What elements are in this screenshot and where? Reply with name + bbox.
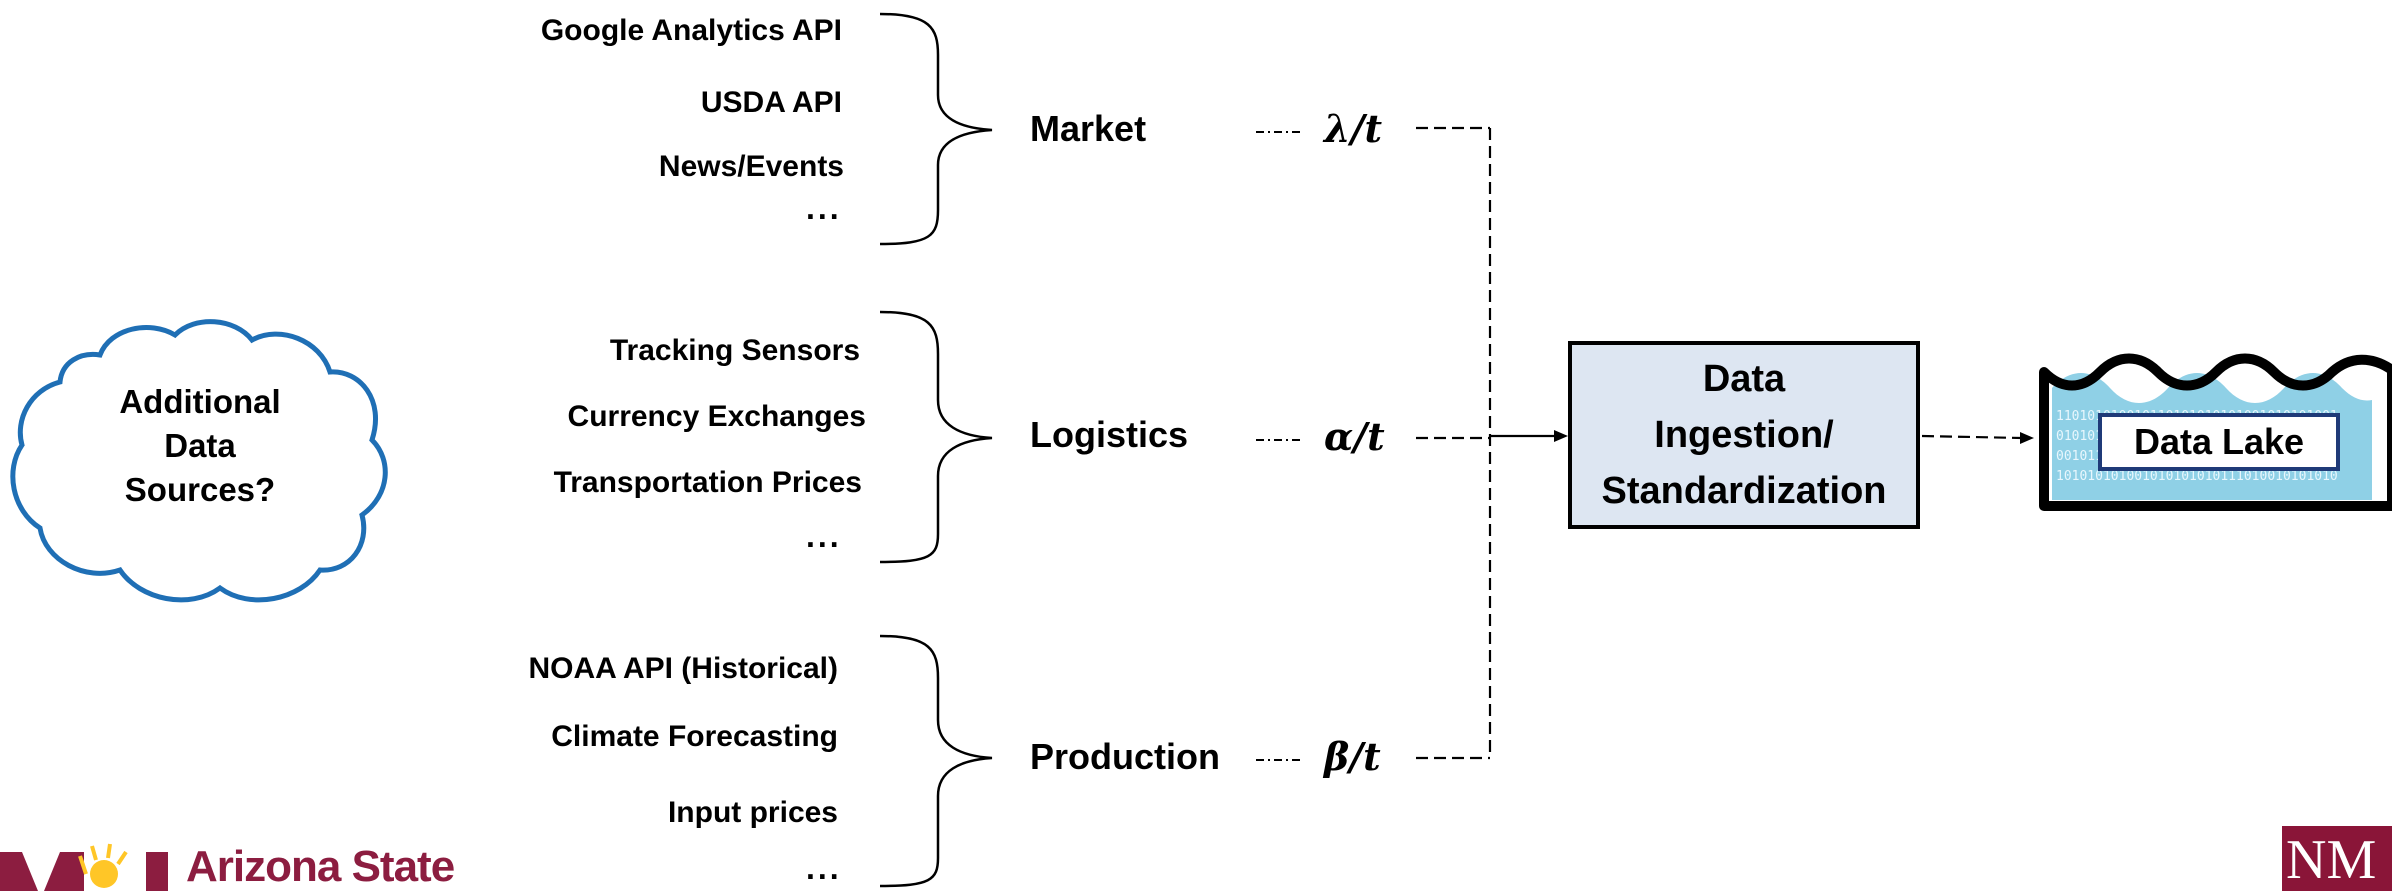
svg-text:101010101001010101010111010010: 101010101001010101010111010010101010 xyxy=(2056,469,2338,484)
production-brace xyxy=(879,634,993,888)
production-source-climate: Climate Forecasting xyxy=(551,720,838,753)
production-rate: β/t xyxy=(1324,734,1381,779)
logistics-brace xyxy=(879,310,993,564)
logistics-source-currency: Currency Exchanges xyxy=(567,400,866,433)
market-brace xyxy=(879,12,993,246)
additional-sources-cloud-label: Additional Data Sources? xyxy=(80,380,320,512)
nm-logo-text: NM xyxy=(2286,829,2377,891)
market-ellipsis: ... xyxy=(806,190,842,226)
ingest-line-2: Ingestion/ xyxy=(1654,414,1834,456)
cloud-line-3: Sources? xyxy=(124,471,276,508)
data-lake-label: Data Lake xyxy=(2098,413,2340,471)
logistics-source-tracking: Tracking Sensors xyxy=(609,334,860,367)
logistics-source-transport: Transportation Prices xyxy=(553,466,862,499)
ingest-line-3: Standardization xyxy=(1601,470,1887,512)
lake-arrow-line xyxy=(1921,434,2023,440)
asu-logo-text: Arizona State xyxy=(186,842,455,891)
market-source-google-analytics: Google Analytics API xyxy=(540,14,842,47)
cloud-line-1: Additional xyxy=(119,383,281,420)
logistics-ellipsis: ... xyxy=(806,518,842,554)
market-source-usda: USDA API xyxy=(700,86,842,119)
logistics-rate: α/t xyxy=(1324,414,1385,459)
lake-outline xyxy=(2039,353,2392,511)
cloud-line-2: Data xyxy=(164,427,236,464)
market-source-news: News/Events xyxy=(658,150,844,183)
logistics-label: Logistics xyxy=(1030,414,1189,455)
market-label: Market xyxy=(1030,108,1147,149)
production-label: Production xyxy=(1030,736,1220,777)
production-source-noaa: NOAA API (Historical) xyxy=(528,652,838,685)
ingest-arrowhead xyxy=(1554,430,1568,442)
lake-arrowhead xyxy=(2020,432,2034,444)
production-ellipsis: ... xyxy=(806,850,842,886)
cloud-shape xyxy=(10,319,388,603)
asu-logo-mark xyxy=(0,843,168,891)
nm-logo xyxy=(2282,826,2392,891)
market-rate: λ/t xyxy=(1324,106,1383,151)
production-source-input-prices: Input prices xyxy=(667,796,838,829)
ingest-line-1: Data xyxy=(1702,358,1786,400)
data-ingestion-box: Data Ingestion/ Standardization xyxy=(1568,341,1920,529)
